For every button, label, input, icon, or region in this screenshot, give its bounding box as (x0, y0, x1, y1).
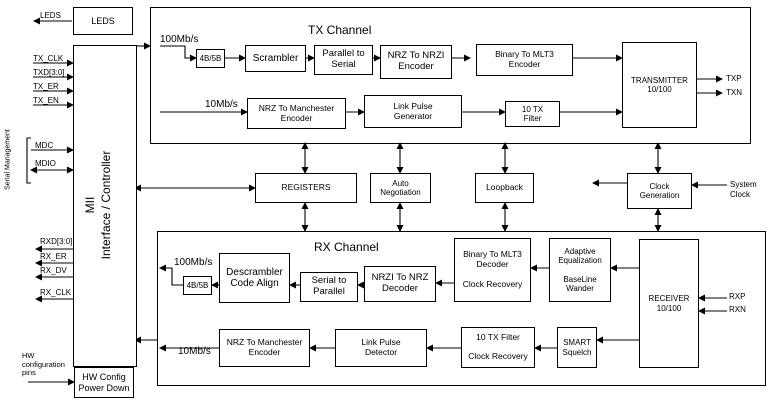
pin-tx-er: TX_ER (33, 82, 59, 91)
tx-100mbps-label: 100Mb/s (160, 34, 199, 45)
receiver-block: RECEIVER 10/100 (639, 239, 699, 368)
pin-rx-clk: RX_CLK (40, 288, 72, 297)
pin-txn: TXN (726, 88, 742, 97)
pin-tx-en: TX_EN (33, 96, 59, 105)
serial-mgmt-bracket (26, 137, 31, 184)
tx-4b5b-block: 4B/5B (196, 49, 225, 68)
nrz-to-nrzi-encoder-block: NRZ To NRZI Encoder (380, 45, 452, 79)
pin-rxn: RXN (729, 305, 746, 314)
transmitter-block: TRANSMITTER 10/100 (622, 42, 697, 128)
link-pulse-generator-block: Link Pulse Generator (364, 95, 462, 128)
pin-tx-clk: TX_CLK (33, 54, 64, 63)
pin-rx-dv: RX_DV (40, 266, 67, 275)
pin-rxp: RXP (729, 292, 746, 301)
serial-to-parallel-block: Serial to Parallel (300, 272, 358, 302)
nrz-to-manchester-encoder-tx-block: NRZ To Manchester Encoder (247, 98, 346, 129)
descrambler-code-align-block: Descrambler Code Align (219, 253, 290, 303)
pin-system-clock: System Clock (730, 180, 757, 199)
pin-rxd: RXD[3:0] (40, 237, 73, 246)
rx-100mbps-label: 100Mb/s (174, 257, 213, 268)
pin-mdc: MDC (35, 141, 54, 150)
link-pulse-detector-block: Link Pulse Detector (335, 329, 427, 367)
hw-config-block: HW Config Power Down (74, 367, 134, 398)
rx-channel-panel (157, 231, 766, 386)
serial-management-label: Serial Management (4, 129, 12, 190)
pin-mdio: MDIO (35, 159, 56, 168)
pin-rx-er: RX_ER (40, 252, 67, 261)
rx-4b5b-block: 4B/5B (183, 276, 212, 295)
tx100-path (160, 45, 197, 62)
binary-to-mlt3-encoder-block: Binary To MLT3 Encoder (476, 44, 573, 76)
pin-leds: LEDS (40, 11, 61, 20)
pin-hw-config: HW configuration pins (22, 351, 65, 378)
scrambler-block: Scrambler (245, 45, 306, 72)
tx-channel-panel (150, 7, 751, 144)
nrzi-to-nrz-decoder-block: NRZI To NRZ Decoder (364, 266, 436, 302)
pin-txd: TXD[3:0] (33, 68, 65, 77)
loopback-block: Loopback (475, 173, 534, 203)
adaptive-equalization-block: Adaptive Equalization BaseLine Wander (549, 238, 611, 302)
mii-controller-label: MII Interface / Controller (83, 150, 114, 260)
parallel-to-serial-block: Parallel to Serial (314, 45, 373, 75)
registers-block: REGISTERS (255, 173, 357, 203)
pin-txp: TXP (726, 74, 742, 83)
rx100-out (159, 264, 183, 286)
tx-10mbps-label: 10Mb/s (205, 99, 238, 110)
binary-to-mlt3-decoder-block: Binary To MLT3 Decoder Clock Recovery (454, 238, 531, 302)
rx-10mbps-label: 10Mb/s (178, 346, 211, 357)
tx-10-filter-block: 10 TX Filter (505, 101, 560, 127)
auto-negotiation-block: Auto Negotiation (370, 173, 431, 203)
mii-controller-block (73, 45, 137, 367)
rx-channel-title: RX Channel (314, 240, 379, 254)
smart-squelch-block: SMART Squelch (557, 327, 597, 368)
rx-10-filter-clock-recovery-block: 10 TX Filter Clock Recovery (461, 327, 535, 368)
nrz-to-manchester-encoder-rx-block: NRZ To Manchester Encoder (219, 329, 310, 367)
leds-block: LEDS (73, 7, 133, 35)
tx-channel-title: TX Channel (308, 23, 372, 37)
clock-generation-block: Clock Generation (627, 173, 692, 209)
